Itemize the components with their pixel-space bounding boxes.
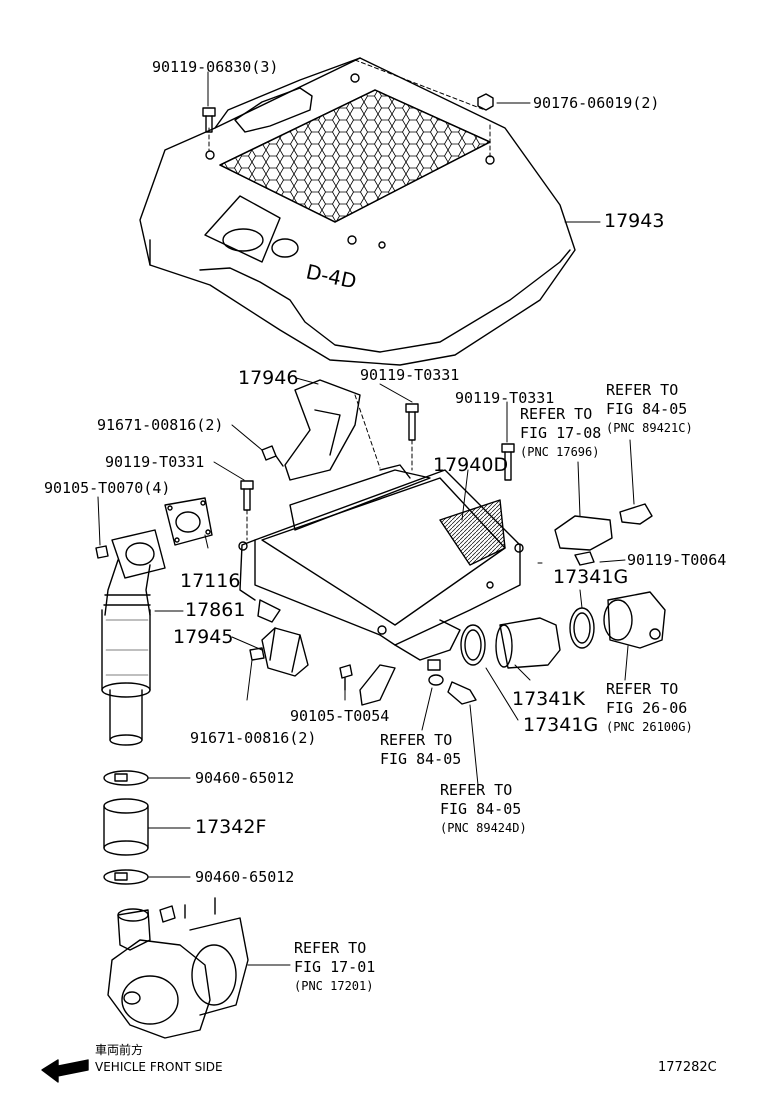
- bracket-90105-T0054: [339, 664, 396, 706]
- label-90119-T0331-c: 90119-T0331: [105, 453, 205, 471]
- clamp-17341G-right: [569, 607, 595, 649]
- clip-box: [427, 659, 441, 671]
- ref-line2: FIG 17-01: [294, 958, 376, 976]
- bracket-sensor-89421C: [554, 503, 653, 566]
- direction-label-jp: 車両前方: [95, 1043, 144, 1057]
- label-90119-T0331-b: 90119-T0331: [455, 389, 555, 407]
- ref-line1: REFER TO: [606, 381, 679, 399]
- bolt-90119-T0331-c: [240, 480, 254, 541]
- hose-17342F: [103, 798, 149, 856]
- ref-line2: FIG 84-05: [440, 800, 522, 818]
- label-91671-00816-b: 91671-00816(2): [190, 729, 317, 747]
- clamp-17341G-left: [460, 624, 486, 666]
- ref-fig-17-08: REFER TO FIG 17-08 (PNC 17696): [520, 405, 601, 462]
- bolt-90119-06830: [202, 107, 216, 133]
- engine-cover-17943: [139, 57, 576, 366]
- clamp-90460-65012-top: [103, 770, 149, 786]
- label-17341G-left: 17341G: [523, 714, 599, 736]
- label-90176-06019: 90176-06019(2): [533, 94, 660, 112]
- label-90460-65012-bottom: 90460-65012: [195, 868, 295, 886]
- ref-line1: REFER TO: [294, 939, 367, 957]
- label-90119-T0064: 90119-T0064: [627, 551, 727, 569]
- leader-lines: [97, 71, 635, 966]
- label-17945: 17945: [173, 626, 234, 648]
- bolt-91671-00816-a: [261, 445, 284, 467]
- label-90105-T0054: 90105-T0054: [290, 707, 390, 725]
- label-17116: 17116: [180, 570, 241, 592]
- sensor-89424D: [447, 681, 477, 705]
- hose-17341K: [495, 617, 561, 669]
- intercooler-17940D: [238, 464, 524, 661]
- label-91671-00816-a: 91671-00816(2): [97, 416, 224, 434]
- ref-line2: FIG 17-08: [520, 424, 602, 442]
- gasket-17116: [164, 497, 213, 546]
- label-90119-T0331-a: 90119-T0331: [360, 366, 460, 384]
- ref-pnc: (PNC 17201): [294, 979, 374, 993]
- flange-gasket-90105-T0070: [95, 529, 166, 579]
- ref-line1: REFER TO: [440, 781, 513, 799]
- label-17342F: 17342F: [195, 816, 267, 838]
- label-17341K: 17341K: [512, 688, 585, 710]
- ref-fig-84-05-top: REFER TO FIG 84-05 (PNC 89421C): [606, 381, 693, 438]
- ref-line2: FIG 26-06: [606, 699, 688, 717]
- pipe-17861: [101, 559, 151, 746]
- front-arrow-icon: [41, 1059, 89, 1083]
- bracket-17945: [249, 627, 309, 677]
- ref-line1: REFER TO: [380, 731, 453, 749]
- ref-pnc: (PNC 17696): [520, 445, 600, 459]
- label-17940D: 17940D: [433, 454, 509, 476]
- label-90105-T0070: 90105-T0070(4): [44, 479, 171, 497]
- ref-fig-26-06: REFER TO FIG 26-06 (PNC 26100G): [606, 680, 693, 737]
- ref-fig-84-05-low: REFER TO FIG 84-05 (PNC 89424D): [440, 781, 527, 838]
- diagram-code: 177282C: [658, 1060, 717, 1075]
- label-90460-65012-top: 90460-65012: [195, 769, 295, 787]
- ref-fig-84-05-mid: REFER TO FIG 84-05: [380, 731, 461, 769]
- bolt-90119-T0331-b: [501, 443, 515, 481]
- label-17943: 17943: [604, 210, 665, 232]
- label-17946: 17946: [238, 367, 299, 389]
- turbocharger: [107, 897, 249, 1039]
- ref-pnc: (PNC 89421C): [606, 421, 693, 435]
- ref-pnc: (PNC 26100G): [606, 720, 693, 734]
- throttle-body: [603, 591, 666, 649]
- direction-label-en: VEHICLE FRONT SIDE: [95, 1060, 223, 1074]
- ref-line2: FIG 84-05: [606, 400, 688, 418]
- label-17861: 17861: [185, 599, 246, 621]
- ref-pnc: (PNC 89424D): [440, 821, 527, 835]
- clamp-90460-65012-bottom: [103, 869, 149, 885]
- bracket-17946: [284, 379, 381, 481]
- ref-fig-17-01: REFER TO FIG 17-01 (PNC 17201): [294, 939, 375, 996]
- o-ring: [428, 674, 444, 686]
- bolt-90119-T0331-a: [405, 403, 419, 471]
- ref-line1: REFER TO: [520, 405, 593, 423]
- label-90119-06830: 90119-06830(3): [152, 58, 279, 76]
- ref-line2: FIG 84-05: [380, 750, 462, 768]
- ref-line1: REFER TO: [606, 680, 679, 698]
- nut-90176-06019: [477, 93, 494, 111]
- label-17341G-right: 17341G: [553, 566, 629, 588]
- cover-badge-text: D-4D: [304, 259, 359, 293]
